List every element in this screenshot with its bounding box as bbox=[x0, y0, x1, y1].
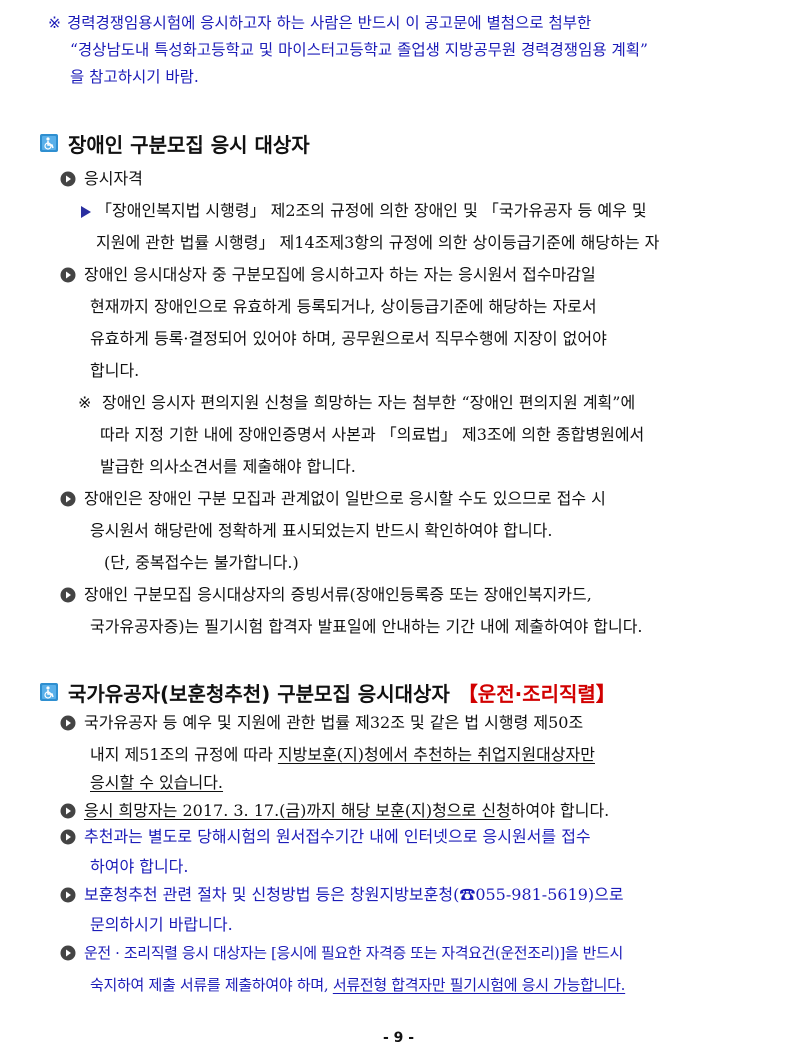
item-a-line-1: 국가유공자 등 예우 및 지원에 관한 법률 제32조 및 같은 법 시행령 제… bbox=[84, 713, 584, 732]
qualification-line-1: 「장애인복지법 시행령」 제2조의 규정에 의한 장애인 및 「국가유공자 등 … bbox=[96, 201, 647, 220]
item-e-line-1: 운전 · 조리직렬 응시 대상자는 [응시에 필요한 자격증 또는 자격요건(운… bbox=[84, 944, 623, 962]
wheelchair-icon bbox=[40, 683, 58, 701]
item-c-line-2: 하여야 합니다. bbox=[90, 857, 189, 876]
notice-line-2: “경상남도내 특성화고등학교 및 마이스터고등학교 졸업생 지방공무원 경력경쟁… bbox=[70, 41, 648, 59]
section-title-text: 장애인 구분모집 응시 대상자 bbox=[68, 132, 310, 157]
circle-arrow-bullet-icon bbox=[60, 887, 76, 903]
paragraph-1-line-4: 합니다. bbox=[90, 361, 140, 380]
note-mark: ※ bbox=[78, 393, 92, 412]
paragraph-2-line-1: 장애인은 장애인 구분 모집과 관계없이 일반으로 응시할 수도 있으므로 접수… bbox=[84, 489, 606, 508]
item-e-underline: 서류전형 합격자만 필기시험에 응시 가능합니다. bbox=[332, 976, 626, 994]
paragraph-2-line-3: (단, 중복접수는 불가합니다.) bbox=[104, 553, 299, 572]
circle-arrow-bullet-icon bbox=[60, 171, 76, 187]
paragraph-1-line-3: 유효하게 등록·결정되어 있어야 하며, 공무원으로서 직무수행에 지장이 없어… bbox=[90, 329, 607, 348]
paragraph-2-line-2: 응시원서 해당란에 정확하게 표시되었는지 반드시 확인하여야 합니다. bbox=[90, 521, 553, 540]
circle-arrow-bullet-icon bbox=[60, 803, 76, 819]
circle-arrow-bullet-icon bbox=[60, 491, 76, 507]
section-title-tag: 【운전·조리직렬】 bbox=[457, 681, 616, 706]
section-title-veterans: 국가유공자(보훈청추천) 구분모집 응시대상자 【운전·조리직렬】 bbox=[40, 677, 616, 707]
paragraph-1-line-1: 장애인 응시대상자 중 구분모집에 응시하고자 하는 자는 응시원서 접수마감일 bbox=[84, 265, 596, 284]
item-e-line-2: 숙지하여 제출 서류를 제출하여야 하며, 서류전형 합격자만 필기시험에 응시… bbox=[90, 976, 626, 994]
item-a-line-3: 응시할 수 있습니다. bbox=[90, 773, 224, 792]
item-b: 응시 희망자는 2017. 3. 17.(금)까지 해당 보훈(지)청으로 신청… bbox=[84, 801, 610, 820]
circle-arrow-bullet-icon bbox=[60, 587, 76, 603]
section-title-disabled: 장애인 구분모집 응시 대상자 bbox=[40, 128, 310, 158]
item-c-line-1: 추천과는 별도로 당해시험의 원서접수기간 내에 인터넷으로 응시원서를 접수 bbox=[84, 827, 591, 846]
reference-mark: ※ bbox=[48, 14, 61, 32]
item-a-underline: 지방보훈(지)청에서 추천하는 취업지원대상자만 bbox=[277, 745, 595, 764]
item-a-line-2: 내지 제51조의 규정에 따라 지방보훈(지)청에서 추천하는 취업지원대상자만 bbox=[90, 745, 595, 764]
section-title-text: 국가유공자(보훈청추천) 구분모집 응시대상자 bbox=[68, 681, 450, 706]
wheelchair-icon bbox=[40, 134, 58, 152]
item-d-line-1: 보훈청추천 관련 절차 및 신청방법 등은 창원지방보훈청(☎055-981-5… bbox=[84, 885, 624, 904]
circle-arrow-bullet-icon bbox=[60, 267, 76, 283]
circle-arrow-bullet-icon bbox=[60, 945, 76, 961]
qualification-line-2: 지원에 관한 법률 시행령」 제14조제3항의 규정에 의한 상이등급기준에 해… bbox=[96, 233, 660, 252]
qualification-label: 응시자격 bbox=[84, 169, 143, 188]
item-d-line-2: 문의하시기 바랍니다. bbox=[90, 915, 233, 934]
circle-arrow-bullet-icon bbox=[60, 715, 76, 731]
circle-arrow-bullet-icon bbox=[60, 829, 76, 845]
notice-line-3: 을 참고하시기 바람. bbox=[70, 68, 199, 86]
notice-block: ※ 경력경쟁임용시험에 응시하고자 하는 사람은 반드시 이 공고문에 별첨으로 … bbox=[48, 10, 748, 91]
page-number: - 9 - bbox=[382, 1030, 415, 1046]
note-line-1: 장애인 응시자 편의지원 신청을 희망하는 자는 첨부한 “장애인 편의지원 계… bbox=[102, 393, 636, 412]
paragraph-3-line-2: 국가유공자증)는 필기시험 합격자 발표일에 안내하는 기간 내에 제출하여야 … bbox=[90, 617, 643, 636]
note-line-2: 따라 지정 기한 내에 장애인증명서 사본과 「의료법」 제3조에 의한 종합병… bbox=[100, 425, 645, 444]
triangle-pointer-icon bbox=[80, 204, 92, 218]
notice-line-1: 경력경쟁임용시험에 응시하고자 하는 사람은 반드시 이 공고문에 별첨으로 첨… bbox=[67, 14, 592, 32]
item-b-underline: 응시 희망자는 2017. 3. 17.(금)까지 해당 보훈(지)청으로 신청 bbox=[84, 801, 511, 820]
note-line-3: 발급한 의사소견서를 제출해야 합니다. bbox=[100, 457, 356, 476]
paragraph-1-line-2: 현재까지 장애인으로 유효하게 등록되거나, 상이등급기준에 해당하는 자로서 bbox=[90, 297, 597, 316]
paragraph-3-line-1: 장애인 구분모집 응시대상자의 증빙서류(장애인등록증 또는 장애인복지카드, bbox=[84, 585, 592, 604]
